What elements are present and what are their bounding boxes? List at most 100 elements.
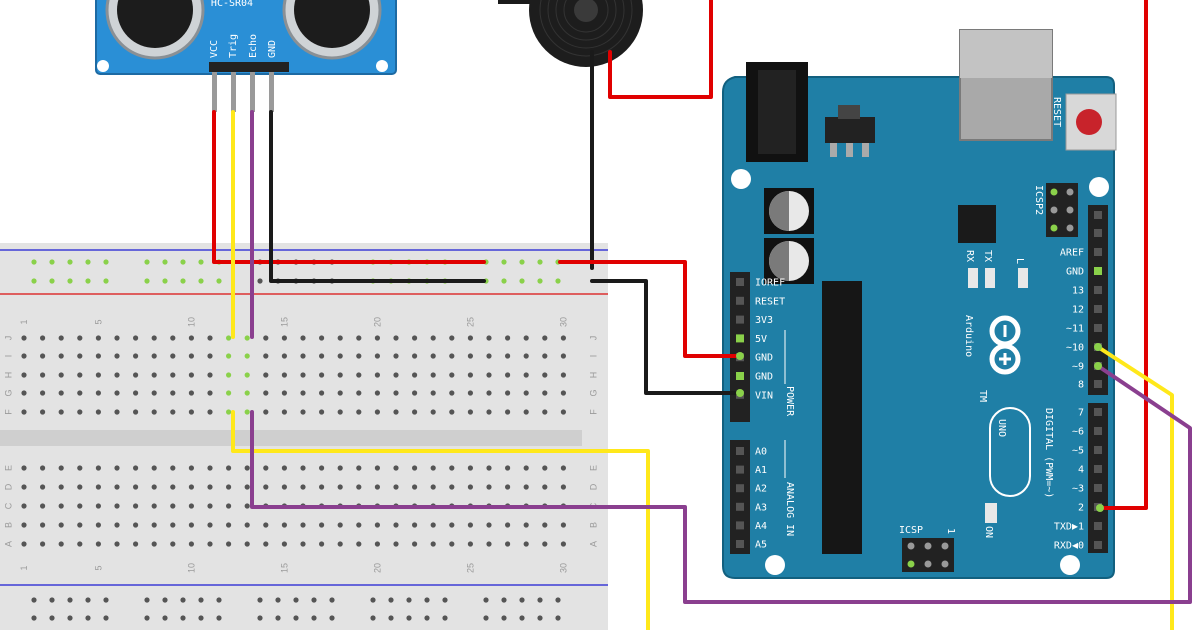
breadboard-hole: [430, 409, 436, 415]
arduino-mount-hole: [731, 169, 751, 189]
breadboard-hole: [374, 335, 380, 341]
breadboard-hole: [281, 465, 287, 471]
breadboard-hole: [151, 390, 157, 396]
breadboard-hole: [555, 597, 561, 603]
row-letter: A: [588, 541, 598, 547]
breadboard-hole: [337, 335, 343, 341]
breadboard-hole: [542, 353, 548, 359]
header-pin: [1094, 305, 1102, 313]
breadboard-hole: [114, 503, 120, 509]
header-pin: [736, 521, 744, 530]
column-number: 25: [465, 317, 475, 327]
breadboard-hole: [319, 484, 325, 490]
breadboard-hole: [151, 335, 157, 341]
uno-text: UNO: [996, 419, 1007, 437]
breadboard-hole: [77, 353, 83, 359]
breadboard-hole: [467, 372, 473, 378]
breadboard-hole: [226, 409, 232, 415]
breadboard-hole: [449, 335, 455, 341]
breadboard-hole: [449, 541, 455, 547]
tx-led: [985, 268, 995, 288]
breadboard-hole: [226, 522, 232, 528]
header-pin: [736, 334, 744, 343]
breadboard-hole: [337, 465, 343, 471]
breadboard-hole: [21, 372, 27, 378]
digital-pin-label: ~11: [1066, 324, 1084, 335]
breadboard-hole: [430, 372, 436, 378]
breadboard-hole: [519, 597, 525, 603]
header-pin: [736, 315, 744, 324]
row-letter: F: [588, 409, 598, 415]
breadboard-hole: [412, 390, 418, 396]
breadboard-hole: [356, 335, 362, 341]
breadboard-hole: [393, 372, 399, 378]
breadboard-hole: [58, 409, 64, 415]
breadboard-hole: [170, 335, 176, 341]
digital-title: DIGITAL (PWM=~): [1043, 408, 1054, 498]
breadboard-hole: [505, 409, 511, 415]
uno-badge: [989, 407, 1031, 497]
breadboard-hole: [486, 390, 492, 396]
digital-pin-label: 2: [1078, 503, 1084, 514]
breadboard-hole: [85, 597, 91, 603]
breadboard-hole: [356, 409, 362, 415]
breadboard-hole: [501, 259, 507, 265]
breadboard-hole: [226, 484, 232, 490]
breadboard-hole: [21, 541, 27, 547]
breadboard-hole: [133, 541, 139, 547]
row-letter: B: [3, 522, 13, 528]
breadboard-hole: [40, 335, 46, 341]
breadboard-hole: [180, 597, 186, 603]
breadboard-hole: [560, 409, 567, 415]
breadboard-hole: [170, 409, 176, 415]
breadboard-hole: [442, 615, 448, 621]
breadboard-hole: [486, 522, 492, 528]
sensor-pin-trig-label: Trig: [228, 34, 239, 58]
breadboard-hole: [275, 615, 281, 621]
breadboard-hole: [67, 259, 73, 265]
breadboard-hole: [523, 465, 529, 471]
breadboard-hole: [412, 372, 418, 378]
breadboard-hole: [356, 390, 362, 396]
row-letter: D: [3, 483, 13, 490]
breadboard-hole: [505, 522, 511, 528]
breadboard-hole: [244, 503, 250, 509]
column-number: 10: [186, 317, 196, 327]
power-pin-label: RESET: [755, 296, 785, 307]
digital-pin-label: TXD▶1: [1054, 522, 1084, 533]
row-letter: J: [3, 336, 13, 341]
breadboard-hole: [406, 597, 412, 603]
breadboard-hole: [393, 335, 399, 341]
header-pin: [1094, 380, 1102, 388]
breadboard-hole: [49, 259, 55, 265]
breadboard-hole: [170, 353, 176, 359]
breadboard-hole: [151, 372, 157, 378]
breadboard-hole: [95, 503, 101, 509]
column-number: 5: [93, 565, 103, 570]
digital-pin-label: GND: [1066, 267, 1084, 278]
breadboard-hole: [58, 541, 64, 547]
breadboard-hole: [58, 465, 64, 471]
breadboard-hole: [263, 522, 269, 528]
column-number: 25: [465, 563, 475, 573]
breadboard-hole: [430, 541, 436, 547]
breadboard-hole: [207, 522, 213, 528]
header-pin: [1094, 427, 1102, 435]
breadboard-hole: [430, 353, 436, 359]
breadboard-hole: [114, 465, 120, 471]
wires: [212, 0, 1192, 630]
sensor-pin-vcc-label: VCC: [209, 40, 220, 58]
breadboard-hole: [244, 372, 250, 378]
row-letter: J: [588, 336, 598, 341]
breadboard-hole: [114, 409, 120, 415]
breadboard-hole: [151, 503, 157, 509]
breadboard-hole: [311, 597, 317, 603]
terminal-holes-top: [21, 335, 567, 415]
breadboard-hole: [329, 615, 335, 621]
header-pin: [736, 447, 744, 455]
breadboard-hole: [263, 541, 269, 547]
breadboard-hole: [244, 390, 250, 396]
breadboard-hole: [58, 335, 64, 341]
breadboard-hole: [21, 335, 27, 341]
